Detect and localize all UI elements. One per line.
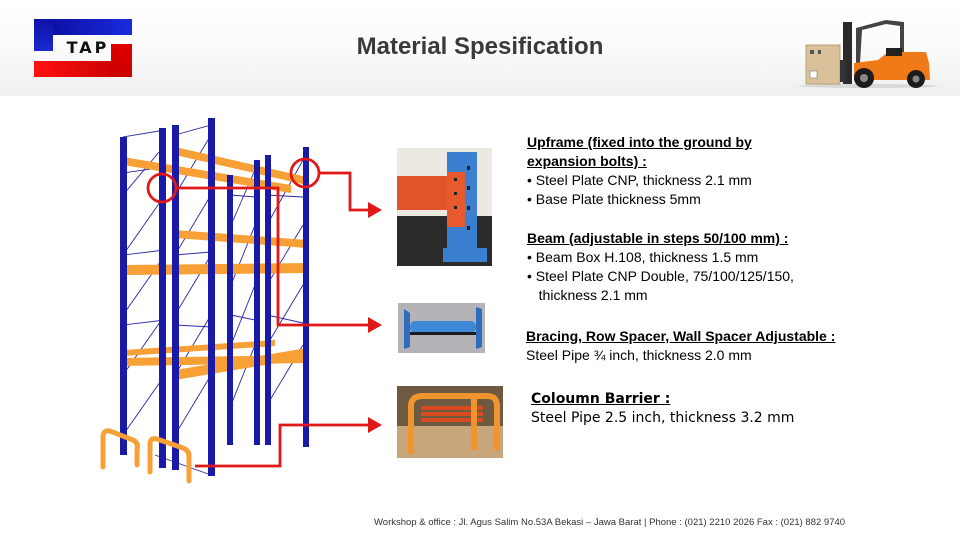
logo-red-stem: [111, 44, 132, 77]
spec-barrier-item: Steel Pipe 2.5 inch, thickness 3.2 mm: [531, 410, 795, 426]
spec-upframe-heading-2: expansion bolts) :: [527, 153, 647, 169]
spec-upframe-heading-1: Upframe (fixed into the ground by: [527, 134, 752, 150]
spec-bracing-item: Steel Pipe ¾ inch, thickness 2.0 mm: [526, 347, 752, 363]
logo-red-bar: [34, 61, 132, 77]
spec-upframe: Upframe (fixed into the ground by expans…: [527, 133, 752, 209]
spec-beam-item: • Beam Box H.108, thickness 1.5 mm: [527, 249, 759, 265]
header-band: TAP Material Spesification: [0, 0, 960, 96]
spec-barrier-heading: Coloumn Barrier :: [531, 391, 671, 407]
pallet-rack-illustration: [100, 118, 309, 484]
row-spacer-photo: [398, 303, 485, 353]
logo-text: TAP: [66, 38, 110, 57]
forklift-icon: [798, 20, 938, 88]
spec-beam-heading: Beam (adjustable in steps 50/100 mm) :: [527, 230, 789, 246]
spec-bracing-heading: Bracing, Row Spacer, Wall Spacer Adjusta…: [526, 328, 836, 344]
logo-blue-bar: [34, 19, 132, 35]
spec-column-barrier: Coloumn Barrier : Steel Pipe 2.5 inch, t…: [531, 390, 794, 428]
company-logo: TAP: [34, 19, 132, 77]
spec-beam-item: thickness 2.1 mm: [527, 287, 648, 303]
logo-blue-stem: [34, 19, 53, 51]
spec-beam-item: • Steel Plate CNP Double, 75/100/125/150…: [527, 268, 794, 284]
spec-beam: Beam (adjustable in steps 50/100 mm) : •…: [527, 229, 794, 305]
spec-upframe-item: • Base Plate thickness 5mm: [527, 191, 701, 207]
spec-bracing: Bracing, Row Spacer, Wall Spacer Adjusta…: [526, 327, 835, 365]
upframe-beam-connection-photo: [397, 148, 492, 266]
spec-upframe-item: • Steel Plate CNP, thickness 2.1 mm: [527, 172, 752, 188]
footer-address: Workshop & office : Jl. Agus Salim No.53…: [374, 517, 846, 528]
page-title: Material Spesification: [356, 33, 604, 60]
column-barrier-photo: [397, 386, 503, 458]
